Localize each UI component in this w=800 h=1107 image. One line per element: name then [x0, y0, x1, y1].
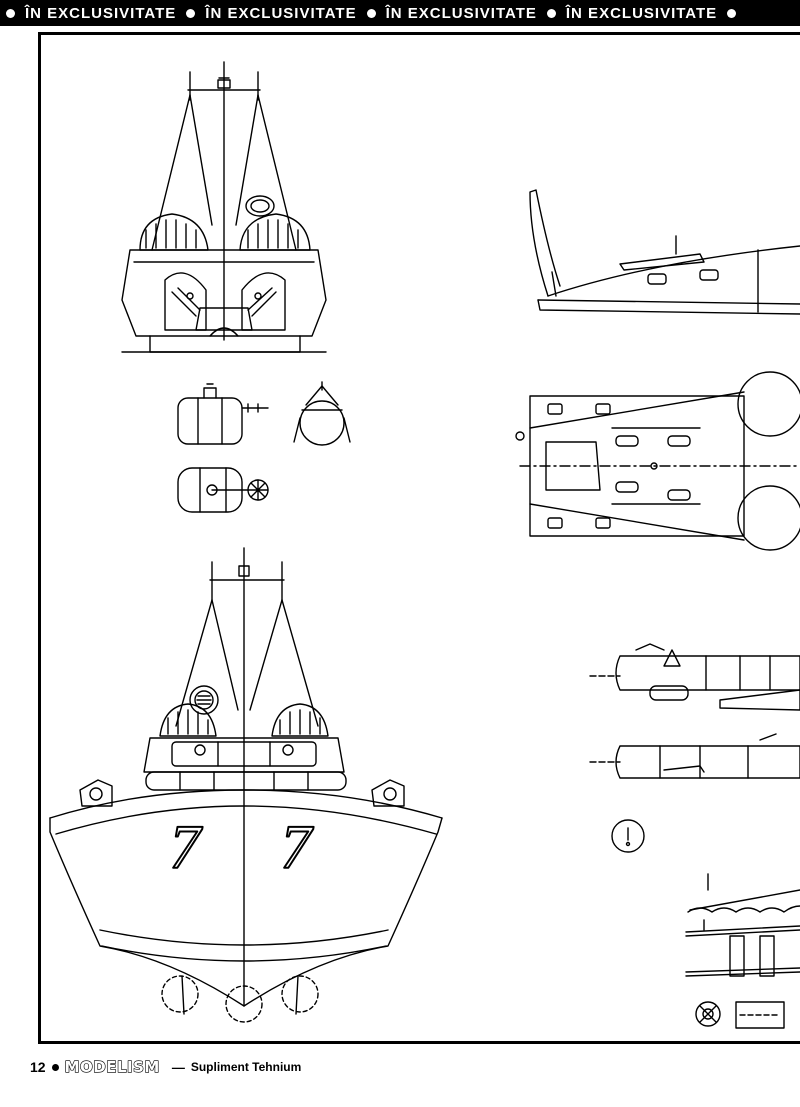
page-number: 12: [30, 1059, 46, 1075]
footer-dash: —: [171, 1059, 185, 1075]
bullet-icon: [366, 8, 376, 18]
bullet-icon: [51, 1063, 59, 1071]
page-footer: 12 MODELISM — Supliment Tehnium: [30, 1056, 301, 1078]
deck-plan-view: [515, 371, 800, 551]
torpedo-detail-views: [589, 643, 800, 853]
bullet-icon: [546, 8, 556, 18]
stern-view: [121, 61, 327, 353]
bullet-icon: [6, 8, 15, 18]
drawing-frame: [38, 32, 800, 1044]
banner-text: ÎN EXCLUSIVITATE: [205, 4, 357, 22]
magazine-logo: MODELISM: [64, 1057, 160, 1076]
exclusivity-banner: ÎN EXCLUSIVITATE ÎN EXCLUSIVITATE ÎN EXC…: [0, 0, 800, 26]
bow-view: [49, 547, 443, 1023]
tank-detail: [177, 381, 351, 513]
bullet-icon: [186, 8, 196, 18]
hull-number-right: 7: [281, 814, 315, 882]
bullet-icon: [727, 8, 737, 18]
supplement-title: Supliment Tehnium: [190, 1060, 302, 1074]
banner-text: ÎN EXCLUSIVITATE: [565, 4, 718, 22]
banner-text: ÎN EXCLUSIVITATE: [385, 4, 537, 22]
rack-detail-views: [685, 873, 800, 1029]
hull-number-left: 7: [170, 814, 204, 882]
banner-text: ÎN EXCLUSIVITATE: [25, 4, 177, 22]
side-profile-view: [529, 189, 800, 315]
